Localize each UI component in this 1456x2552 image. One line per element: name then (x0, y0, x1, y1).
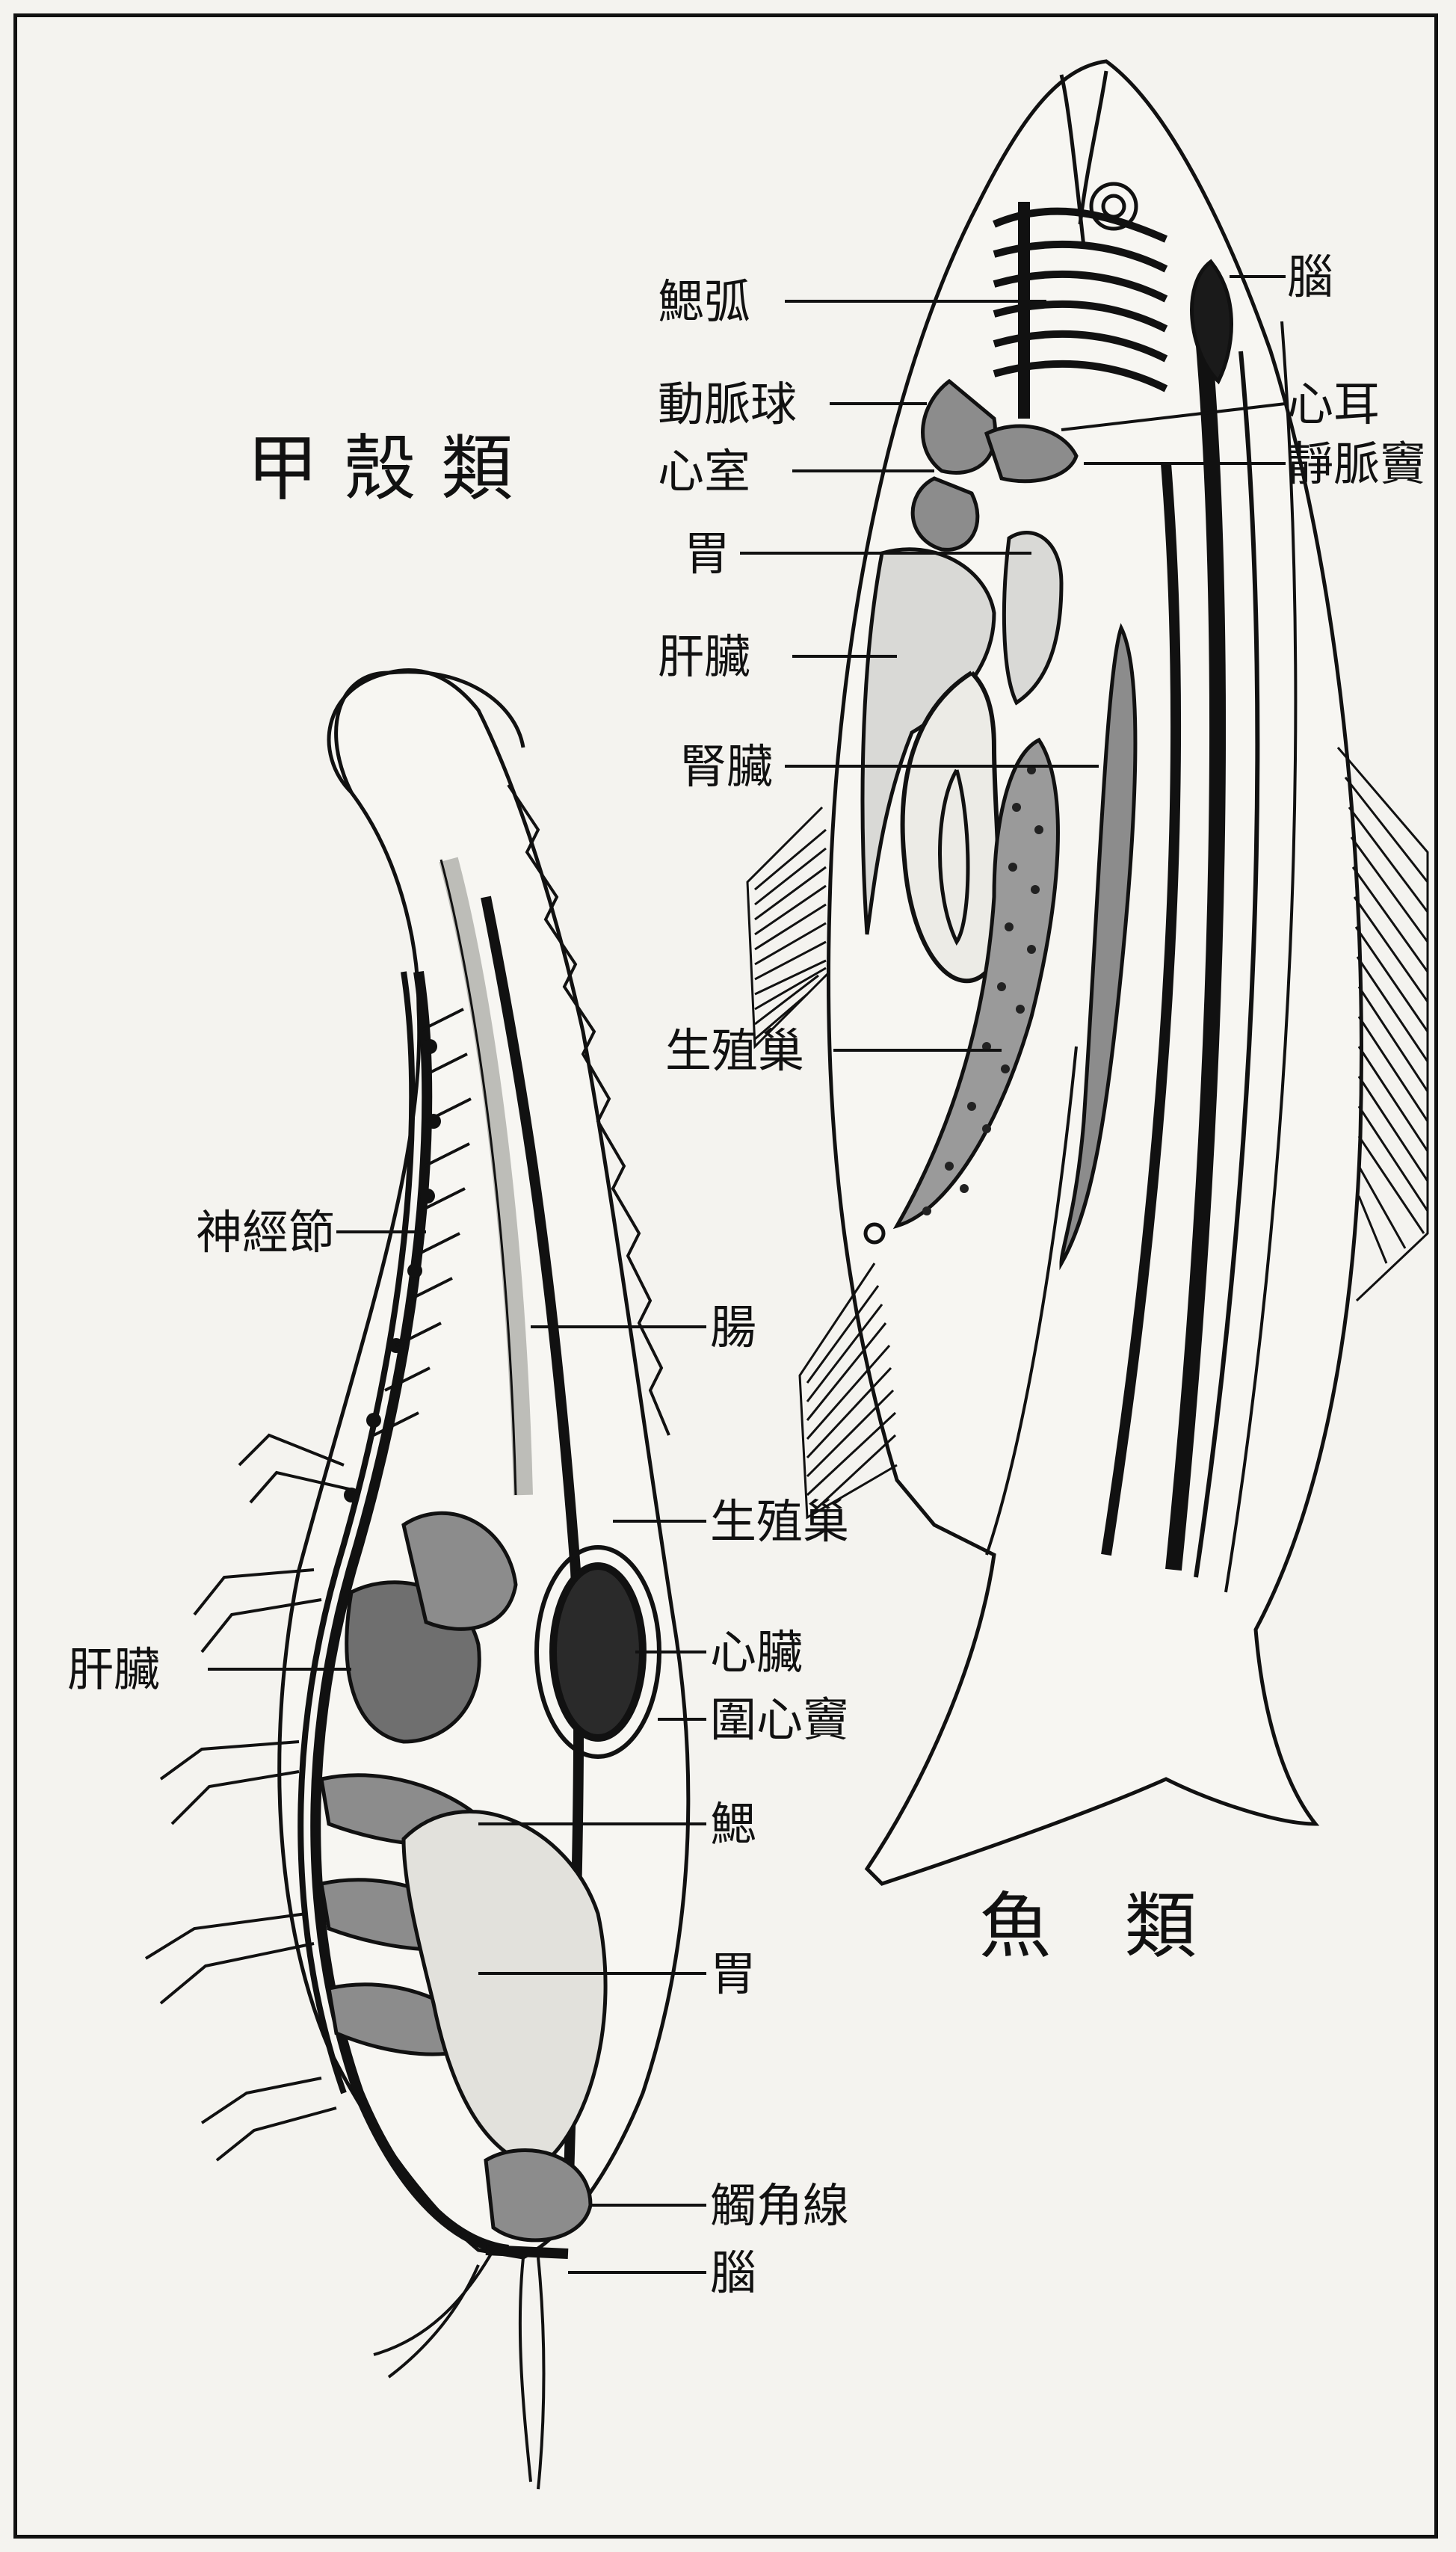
fish-title: 魚 類 (979, 1884, 1222, 1968)
fish-label-ventricle: 心室 (658, 444, 750, 499)
crustacean-label-ganglion: 神經節 (196, 1205, 335, 1260)
crustacean-figure (146, 671, 688, 2489)
fish-label-stomach: 胃 (684, 526, 730, 581)
crustacean-title: 甲殼類 (247, 427, 538, 511)
crustacean-label-antennal-gland: 觸角線 (710, 2178, 849, 2233)
crustacean-label-pericardium: 圍心竇 (710, 1692, 849, 1747)
fish-label-gill-arch: 鰓弧 (658, 274, 750, 329)
crustacean-label-gonad: 生殖巢 (710, 1494, 849, 1549)
crustacean-label-gill: 鰓 (710, 1797, 756, 1852)
crustacean-antennae (374, 2250, 544, 2489)
crustacean-label-brain: 腦 (710, 2246, 756, 2300)
crustacean-label-intestine: 腸 (710, 1300, 756, 1354)
fish-figure (747, 61, 1428, 1884)
crustacean-heart (553, 1566, 643, 1738)
fish-label-liver: 肝臟 (658, 629, 750, 684)
crustacean-brain (486, 2250, 568, 2254)
fish-label-sinus-venosus: 靜脈竇 (1287, 437, 1426, 491)
crustacean-label-heart: 心臟 (710, 1625, 803, 1680)
fish-label-atrium: 心耳 (1287, 377, 1380, 431)
fish-label-brain: 腦 (1287, 250, 1333, 304)
crustacean-label-stomach: 胃 (710, 1947, 756, 2001)
fish-label-kidney: 腎臟 (680, 739, 773, 794)
fish-fin-upper (747, 807, 830, 1047)
fish-label-bulbus: 動脈球 (658, 377, 797, 431)
crustacean-label-liver: 肝臟 (67, 1642, 160, 1697)
fish-label-gonad: 生殖巢 (665, 1023, 804, 1078)
